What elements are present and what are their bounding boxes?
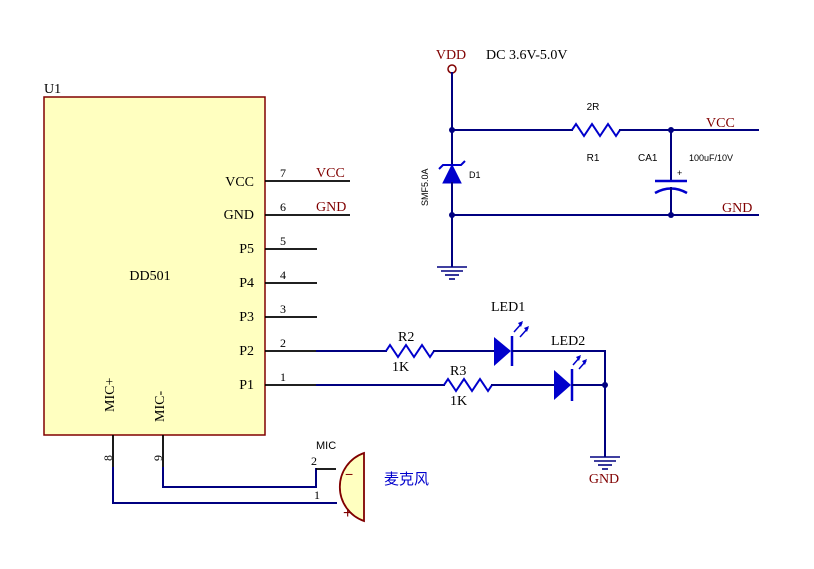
junction-dot — [602, 382, 608, 388]
led2-diode — [554, 370, 571, 400]
mic-pin-2-num: 2 — [311, 454, 317, 468]
r3-resistor — [443, 377, 493, 393]
junction-dot — [449, 212, 455, 218]
pin-num-9: 9 — [151, 455, 165, 461]
mic-body — [338, 451, 365, 523]
pin-num-7: 7 — [280, 166, 286, 180]
d1-diode — [442, 163, 462, 184]
ca1-ref-label: CA1 — [638, 153, 658, 164]
d1-part-label: SMF5.0A — [420, 168, 430, 206]
pin-num-5: 5 — [280, 234, 286, 248]
r3-value-label: 1K — [450, 394, 467, 409]
mic-plus-mark: + — [343, 505, 352, 522]
supply-range-label: DC 3.6V-5.0V — [486, 48, 568, 63]
ic-ref-label: U1 — [44, 82, 61, 97]
net-label-gnd-ic: GND — [316, 200, 346, 215]
d1-cathode-bar — [438, 160, 466, 170]
vdd-terminal — [447, 64, 457, 74]
pin-num-1: 1 — [280, 370, 286, 384]
net-label-vcc-out: VCC — [706, 116, 735, 131]
ic-pin-name-p1: P1 — [239, 378, 254, 393]
ca1-value-label: 100uF/10V — [689, 153, 733, 163]
ic-pin-name-p2: P2 — [239, 344, 254, 359]
net-label-vdd: VDD — [436, 48, 466, 63]
ground-symbol-power — [437, 266, 467, 280]
led1-ref-label: LED1 — [491, 300, 525, 315]
pin-num-4: 4 — [280, 268, 286, 282]
pin-num-2: 2 — [280, 336, 286, 350]
ic-pin-name-mic-minus: MIC- — [153, 391, 168, 422]
net-label-gnd-power: GND — [722, 201, 752, 216]
r1-ref-label: R1 — [587, 153, 600, 164]
mic-ref-label: MIC — [316, 440, 336, 452]
junction-dot — [449, 127, 455, 133]
r2-value-label: 1K — [392, 360, 409, 375]
ic-pin-name-p5: P5 — [239, 242, 254, 257]
led1-diode — [494, 337, 511, 366]
r1-value-label: 2R — [587, 102, 600, 113]
junction-dot — [668, 127, 674, 133]
pin-num-3: 3 — [280, 302, 286, 316]
r2-resistor — [385, 343, 435, 359]
d1-ref-label: D1 — [469, 170, 481, 180]
led1-light-arrows — [513, 321, 529, 338]
ground-symbol-led — [590, 456, 620, 470]
ic-pin-name-vcc: VCC — [225, 175, 254, 190]
junction-dot — [668, 212, 674, 218]
r3-ref-label: R3 — [450, 364, 466, 379]
ic-pin-name-p3: P3 — [239, 310, 254, 325]
r2-ref-label: R2 — [398, 330, 414, 345]
pin-num-6: 6 — [280, 200, 286, 214]
ic-pin-name-p4: P4 — [239, 276, 254, 291]
ic-part-label: DD501 — [129, 269, 170, 284]
r1-resistor — [571, 122, 621, 138]
mic-label-chinese: 麦克风 — [384, 471, 429, 488]
ic-pin-name-gnd: GND — [224, 208, 254, 223]
ic-pin-name-mic-plus: MIC+ — [103, 378, 118, 412]
ca1-polarity-mark: + — [677, 168, 682, 178]
led2-ref-label: LED2 — [551, 334, 585, 349]
mic-pin-1-num: 1 — [314, 488, 320, 502]
net-label-gnd-led: GND — [589, 472, 619, 487]
pin-num-8: 8 — [101, 455, 115, 461]
mic-minus-mark: − — [345, 466, 353, 482]
net-label-vcc-ic: VCC — [316, 166, 345, 181]
ic-body — [43, 96, 266, 436]
led2-light-arrows — [572, 355, 587, 370]
